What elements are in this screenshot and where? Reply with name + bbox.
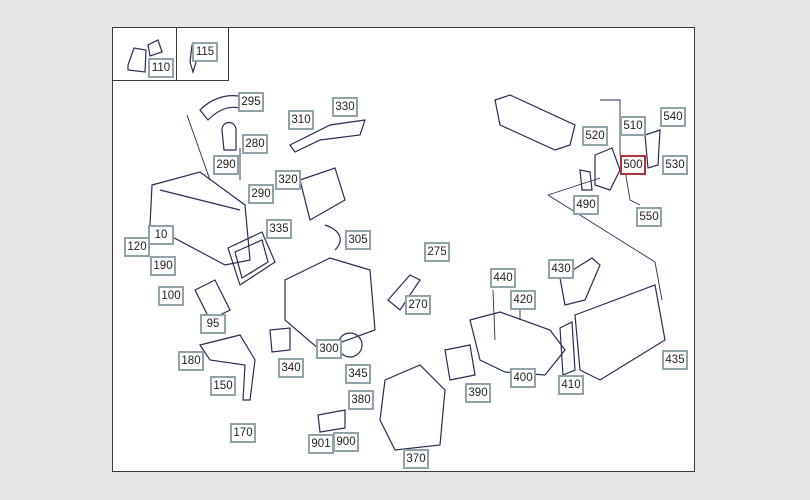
part-label-390[interactable]: 390	[465, 383, 491, 403]
manifold-400-part	[469, 311, 566, 376]
part-label-435[interactable]: 435	[662, 350, 688, 370]
bracket-95-part	[194, 279, 231, 321]
part-label-370[interactable]: 370	[403, 449, 429, 469]
part-label-320[interactable]: 320	[275, 170, 301, 190]
part-label-510[interactable]: 510	[620, 116, 646, 136]
cylinder-head-part	[574, 284, 666, 381]
gasket-345-part	[337, 332, 363, 358]
part-label-550[interactable]: 550	[636, 207, 662, 227]
part-label-100[interactable]: 100	[158, 286, 184, 306]
gasket-410-part	[559, 321, 576, 376]
manifold-upper-part	[494, 94, 576, 151]
pipe-150-part	[199, 334, 256, 401]
part-label-330[interactable]: 330	[332, 97, 358, 117]
part-label-540[interactable]: 540	[660, 107, 686, 127]
inset-box	[112, 27, 229, 81]
gasket-490-part	[579, 169, 593, 191]
harness-330-part	[289, 119, 366, 153]
egr-cooler-part	[149, 171, 251, 266]
part-label-170[interactable]: 170	[230, 423, 256, 443]
leader-lines	[186, 99, 663, 341]
hose-305-part	[324, 224, 341, 251]
part-label-10[interactable]: 10	[148, 225, 174, 245]
part-label-430[interactable]: 430	[548, 259, 574, 279]
part-label-290[interactable]: 290	[213, 155, 239, 175]
part-label-901[interactable]: 901	[308, 434, 334, 454]
part-label-280[interactable]: 280	[242, 134, 268, 154]
bracket-900-part	[317, 409, 346, 433]
part-label-150[interactable]: 150	[210, 376, 236, 396]
flange-500-part	[594, 147, 621, 191]
egr-valve-300-part	[284, 257, 376, 351]
part-label-295[interactable]: 295	[238, 92, 264, 112]
part-label-530[interactable]: 530	[662, 155, 688, 175]
part-label-310[interactable]: 310	[288, 110, 314, 130]
pipe-280-part	[221, 121, 237, 151]
part-label-440[interactable]: 440	[490, 268, 516, 288]
part-label-120[interactable]: 120	[124, 237, 150, 257]
part-label-110[interactable]: 110	[148, 58, 174, 78]
part-label-305[interactable]: 305	[345, 230, 371, 250]
part-label-275[interactable]: 275	[424, 242, 450, 262]
bracket-270-part	[387, 274, 421, 311]
part-label-335[interactable]: 335	[266, 219, 292, 239]
part-label-500[interactable]: 500	[620, 155, 646, 175]
part-label-190[interactable]: 190	[150, 256, 176, 276]
part-label-340[interactable]: 340	[278, 358, 304, 378]
gasket-390-part	[444, 344, 476, 381]
part-label-115[interactable]: 115	[192, 42, 218, 62]
part-label-300[interactable]: 300	[316, 339, 342, 359]
part-label-180[interactable]: 180	[178, 351, 204, 371]
inset-divider	[176, 27, 177, 81]
part-label-345[interactable]: 345	[345, 364, 371, 384]
housing-370-part	[379, 364, 446, 451]
bracket-110-part	[127, 39, 163, 73]
gasket-335-part	[227, 231, 276, 286]
part-label-270[interactable]: 270	[405, 295, 431, 315]
part-label-380[interactable]: 380	[348, 390, 374, 410]
part-label-290[interactable]: 290	[248, 184, 274, 204]
part-label-95[interactable]: 95	[200, 314, 226, 334]
valve-320-part	[299, 167, 346, 221]
part-label-420[interactable]: 420	[510, 290, 536, 310]
bracket-530-part	[644, 129, 661, 169]
heatshield-430-part	[559, 257, 601, 306]
part-label-410[interactable]: 410	[558, 375, 584, 395]
part-label-900[interactable]: 900	[333, 432, 359, 452]
part-label-490[interactable]: 490	[573, 195, 599, 215]
diagram-frame	[112, 27, 695, 472]
part-label-400[interactable]: 400	[510, 368, 536, 388]
part-label-520[interactable]: 520	[582, 126, 608, 146]
gasket-340-part	[269, 327, 291, 353]
